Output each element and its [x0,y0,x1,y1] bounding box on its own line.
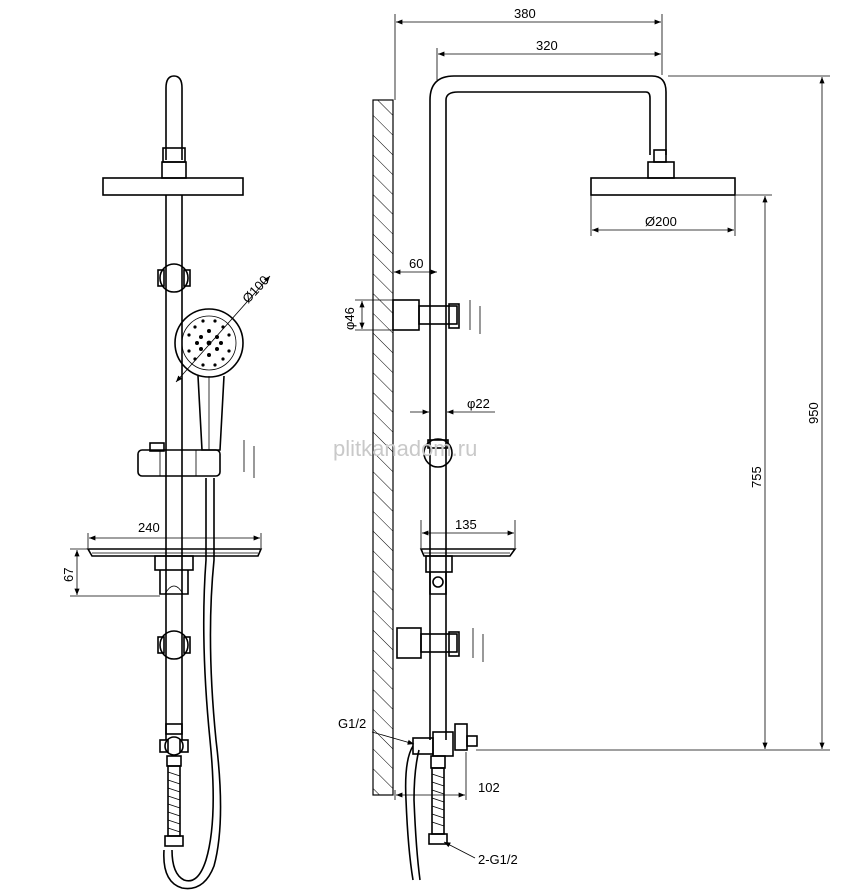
front-hand-shower [174,308,244,451]
front-view [86,75,263,890]
side-lower-bracket [396,627,460,659]
front-hand-hose [171,478,214,882]
label-67: 67 [61,568,76,582]
front-shelf [86,548,263,595]
front-lower-bracket [157,630,191,660]
label-pipe-diameter: φ22 [467,396,490,411]
label-102: 102 [478,780,500,795]
label-2g12: 2-G1/2 [478,852,518,867]
label-bracket-diameter: φ46 [342,307,357,330]
watermark: plitkanadom.ru [333,436,477,461]
label-60: 60 [409,256,423,271]
front-top-arm [165,75,183,160]
front-diverter [159,723,189,767]
dimension-lines [70,14,830,859]
wall-section [372,99,394,796]
side-diverter [412,723,478,769]
front-supply-hose [164,765,184,847]
side-top-arm [429,75,667,155]
label-135: 135 [455,517,477,532]
side-rain-head [590,177,736,196]
label-head-diameter: Ø200 [645,214,677,229]
label-hand-shower-diameter: Ø100 [239,273,272,306]
front-head-connector [161,161,187,179]
label-g12: G1/2 [338,716,366,731]
side-shelf [419,548,517,595]
side-view [372,75,736,881]
side-slide-holder [423,438,453,468]
label-380: 380 [514,6,536,21]
side-supply-hose [404,745,448,881]
label-950: 950 [806,402,821,424]
front-rain-head [102,177,244,196]
front-slide-holder [137,442,221,477]
label-755: 755 [749,466,764,488]
side-upper-bracket [392,299,460,331]
label-240: 240 [138,520,160,535]
label-320: 320 [536,38,558,53]
front-upper-bracket [157,263,191,293]
